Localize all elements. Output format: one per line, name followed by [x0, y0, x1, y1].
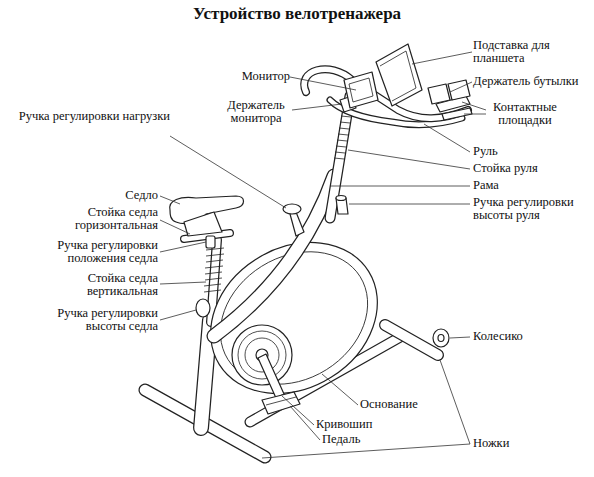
part-label: Ручка регулировки положения седла: [28, 239, 158, 265]
leader-line: [290, 77, 356, 90]
part-label: Стойка руля: [473, 162, 583, 175]
part-label: Ручка регулировки высоты руля: [473, 196, 591, 222]
leader-line: [282, 396, 314, 425]
part-label: Основание: [360, 398, 460, 411]
leader-line: [322, 374, 358, 405]
leader-line: [262, 360, 470, 458]
leader-line: [450, 82, 472, 92]
crank-arm: [258, 354, 284, 398]
pedal-strap: [266, 397, 296, 405]
leader-line: [424, 124, 470, 152]
leader-line: [462, 102, 486, 114]
leader-line: [170, 136, 286, 208]
main-frame: [214, 176, 334, 336]
part-label: Подставка для планшета: [473, 39, 573, 65]
part-label: Седло: [28, 189, 158, 202]
flywheel-disk-ring: [238, 331, 286, 379]
leader-line: [160, 196, 180, 204]
leader-line: [160, 282, 206, 284]
part-label: Стойка седла горизонтальная: [28, 206, 158, 232]
leader-lines: [160, 52, 486, 458]
bottle-holder: [448, 80, 470, 100]
leader-line: [290, 406, 320, 440]
frame: [214, 96, 352, 336]
part-label: Держатель монитора: [220, 99, 292, 125]
saddle-clamp: [184, 212, 222, 236]
part-label: Педаль: [322, 433, 422, 446]
front-leg: [385, 325, 438, 355]
part-label: Монитор: [212, 70, 290, 83]
handlebar-height-knob-top: [336, 196, 346, 201]
leader-line: [160, 220, 190, 234]
part-label: Колесико: [473, 330, 583, 343]
leader-line: [450, 337, 470, 338]
front-leg: [385, 325, 438, 355]
part-label: Рама: [473, 179, 583, 192]
transport-wheel: [433, 329, 449, 347]
leader-line: [348, 150, 470, 169]
monitor: [344, 72, 378, 108]
leader-line: [330, 186, 470, 187]
seat-position-knob: [206, 236, 215, 248]
part-label: Контактные площадки: [484, 101, 566, 127]
crank-pedal: [258, 354, 300, 414]
part-label: Держатель бутылки: [473, 75, 594, 88]
tablet-holder-edge: [380, 51, 416, 101]
monitor-screen: [349, 78, 373, 102]
tablet-holder: [376, 44, 422, 106]
flywheel-disk: [232, 325, 292, 385]
leader-line: [349, 204, 470, 205]
main-frame: [214, 176, 334, 336]
part-label: Кривошип: [316, 418, 416, 431]
part-label: Ручка регулировки высоты седла: [28, 307, 158, 333]
diagram-title: Устройство велотренажера: [0, 4, 594, 24]
leader-line: [160, 242, 206, 252]
bottle-holder: [428, 84, 450, 104]
leader-line: [292, 104, 342, 110]
resistance-knob-stem: [290, 212, 304, 236]
seat-height-knob: [196, 299, 210, 317]
resistance-knob: [283, 204, 301, 214]
part-label: Ножки: [473, 437, 583, 450]
seat-post-scale: [204, 248, 224, 292]
leader-line: [412, 52, 472, 64]
part-label: Ручка регулировки нагрузки: [18, 110, 170, 123]
handlebar-post-scale: [334, 110, 352, 159]
cockpit: [304, 44, 472, 125]
part-label: Руль: [473, 145, 583, 158]
transport-wheel-hub: [438, 335, 444, 342]
part-label: Стойка седла вертикальная: [28, 272, 158, 298]
leader-line: [160, 310, 196, 320]
